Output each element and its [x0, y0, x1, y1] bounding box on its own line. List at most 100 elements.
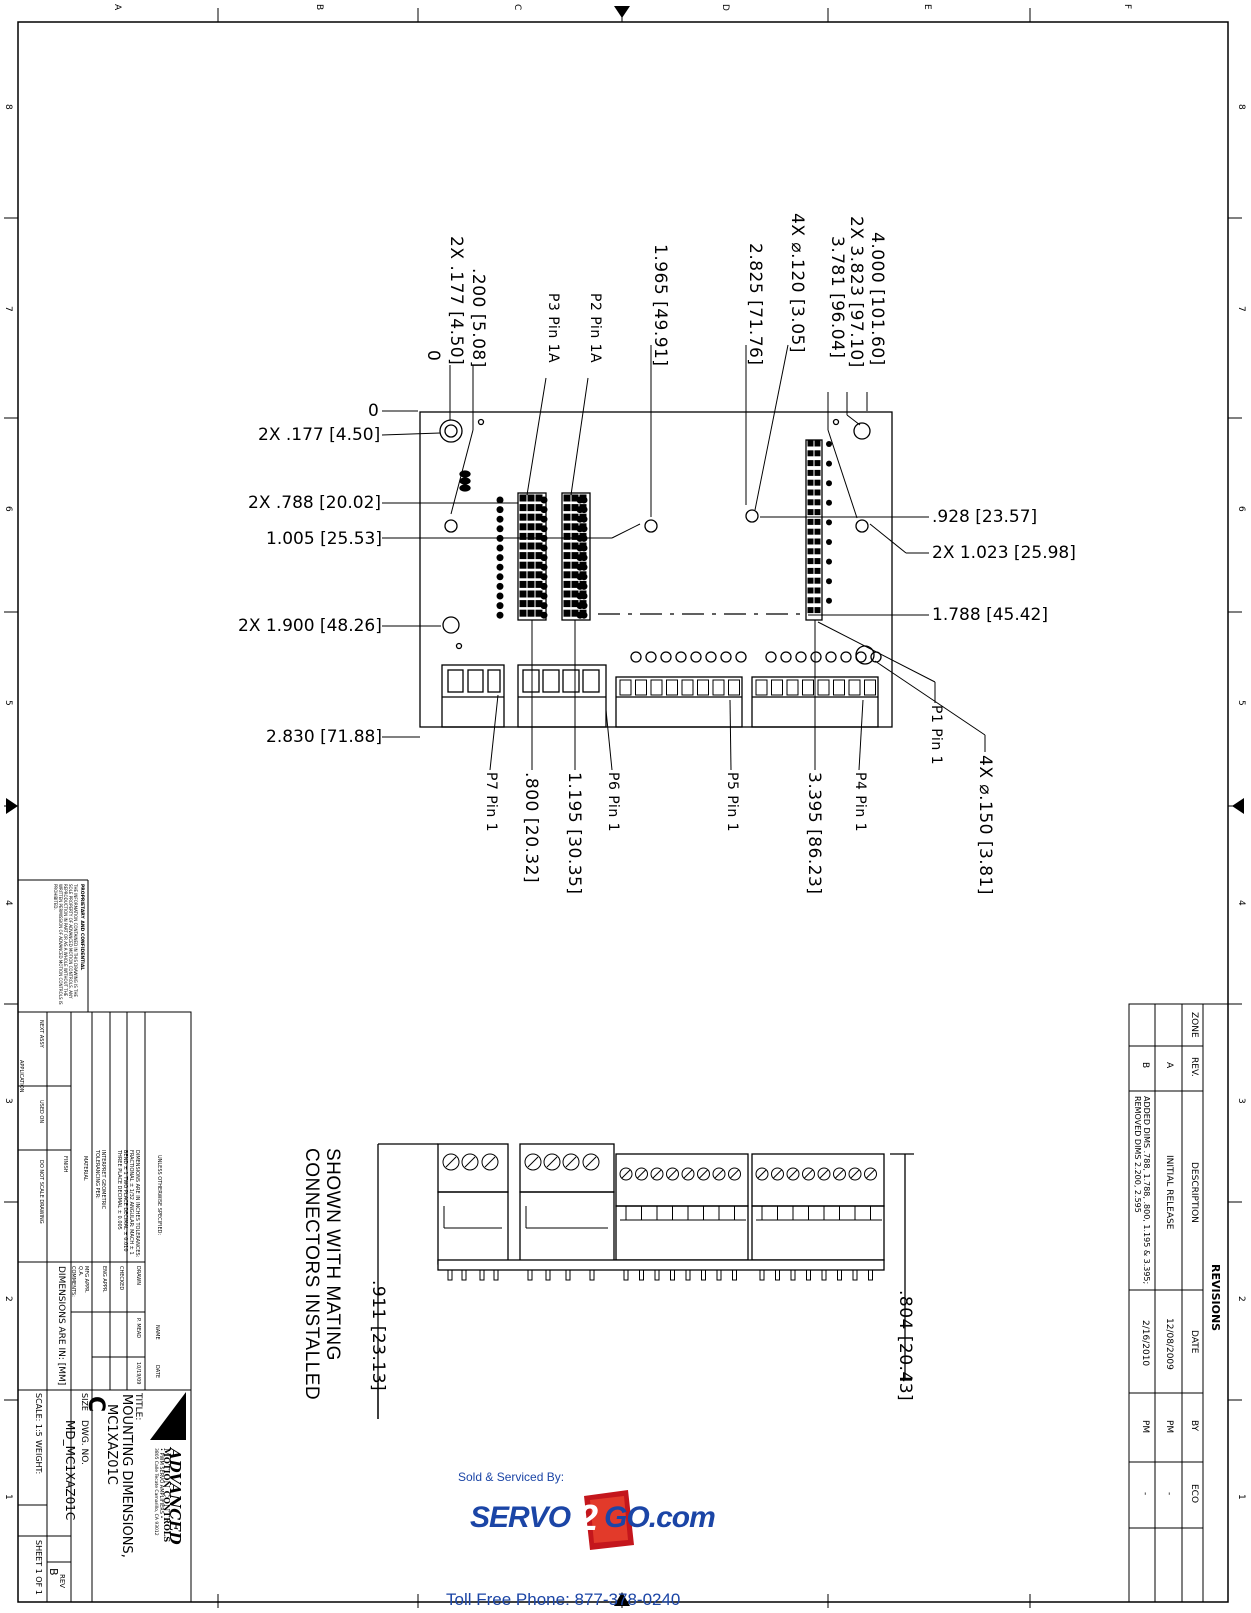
label-p1-pin1: P1 Pin 1	[928, 705, 944, 766]
terminal-slot	[650, 679, 663, 696]
name-label: NAME	[154, 1325, 160, 1340]
mount-hole-6	[855, 519, 869, 533]
proprietary-title: PROPRIETARY AND CONFIDENTIAL	[79, 884, 84, 971]
header-pin	[814, 499, 821, 506]
zone-number-5-right: 5	[1236, 700, 1246, 706]
side-detail-line	[850, 1169, 860, 1179]
header-pin-dot	[826, 597, 832, 604]
rev-b-rev: B	[1140, 1062, 1150, 1069]
header-pin	[563, 561, 571, 569]
header-pin	[571, 580, 579, 588]
mount-hole-3	[444, 519, 458, 533]
side-screw	[461, 1153, 479, 1171]
zone-number-5-left: 5	[3, 700, 13, 706]
header-p1	[805, 439, 823, 621]
header-pin	[579, 504, 587, 512]
center-mark-right	[1232, 798, 1244, 814]
terminal-screws-p4	[765, 651, 882, 663]
side-screw	[666, 1167, 679, 1181]
side-screw	[697, 1167, 710, 1181]
drawn-label: DRAWN	[135, 1266, 141, 1285]
header-pin-dot	[496, 525, 504, 533]
mount-hole-2	[853, 422, 871, 440]
zone-letter-a: A	[112, 4, 122, 11]
rev-a-date: 12/08/2009	[1164, 1318, 1174, 1370]
rev-value: B	[47, 1568, 60, 1576]
terminal-slot	[755, 679, 768, 696]
header-pin-dot	[496, 506, 504, 514]
side-lead	[685, 1269, 691, 1281]
header-pin-dot	[826, 539, 832, 545]
side-lead	[759, 1269, 765, 1281]
zone-number-7-right: 7	[1236, 306, 1246, 312]
header-pin	[519, 552, 527, 560]
side-lead	[701, 1269, 706, 1281]
side-screw	[786, 1167, 800, 1181]
header-pin	[807, 440, 814, 447]
header-pin	[519, 494, 527, 502]
header-pin	[814, 538, 821, 545]
center-mark-left	[6, 798, 18, 814]
header-pin	[563, 532, 571, 540]
zone-number-1-left: 1	[3, 1494, 13, 1500]
header-pin	[571, 571, 579, 579]
side-screw	[681, 1167, 695, 1181]
side-detail-line	[835, 1169, 844, 1179]
servo-text: SERVO	[470, 1501, 571, 1534]
terminal-slot	[771, 679, 783, 696]
side-lead	[479, 1269, 485, 1281]
dim-top-3781: 3.781 [96.04]	[827, 236, 847, 359]
zone-number-8-right: 8	[1236, 104, 1246, 110]
rev-header-rev: REV.	[1189, 1057, 1199, 1077]
rev-a-eco: -	[1164, 1492, 1174, 1496]
zone-number-7-left: 7	[3, 306, 13, 312]
header-pin	[807, 587, 814, 594]
header-pin	[527, 561, 535, 569]
side-lead	[447, 1269, 453, 1281]
dim-bottom-1195: 1.195 [30.35]	[564, 772, 584, 895]
header-pin-dot	[496, 544, 504, 552]
header-pin	[519, 571, 527, 579]
header-pin	[519, 580, 527, 588]
servo2go-badge	[584, 1490, 634, 1550]
header-pin	[814, 489, 821, 496]
side-detail-line	[699, 1169, 708, 1179]
side-detail-line	[565, 1156, 577, 1168]
side-screw	[619, 1167, 633, 1181]
header-pin	[807, 479, 814, 486]
side-lead	[623, 1269, 629, 1281]
side-screw	[817, 1167, 831, 1181]
side-screw	[562, 1153, 580, 1171]
header-pin	[814, 479, 821, 486]
header-pin-dot	[496, 582, 504, 590]
header-pin	[563, 513, 571, 521]
dim-side-0911: .911 [23.13]	[368, 1280, 388, 1392]
go-text: GO.com	[604, 1501, 716, 1534]
header-pin	[563, 523, 571, 531]
toll-free-phone: Toll Free Phone: 877-378-0240	[446, 1590, 681, 1608]
side-detail-line	[819, 1169, 829, 1179]
finish-label: FINISH	[62, 1156, 68, 1173]
terminal-slot	[619, 679, 632, 696]
header-pin	[807, 548, 814, 555]
header-pin	[563, 580, 571, 588]
sheet-label: SHEET 1 OF 1	[34, 1540, 43, 1595]
header-pin	[527, 571, 535, 579]
side-view	[377, 1143, 914, 1419]
units-label: DIMENSIONS ARE IN: [MM]	[56, 1266, 66, 1386]
sold-by-label: Sold & Serviced By:	[458, 1470, 565, 1484]
side-detail-line	[464, 1156, 476, 1168]
side-detail-line	[546, 1156, 558, 1168]
dim-top-0177: 2X .177 [4.50]	[446, 236, 466, 366]
side-detail-line	[621, 1169, 631, 1179]
rev-a-rev: A	[1164, 1062, 1174, 1069]
side-view-detail	[442, 1153, 882, 1281]
side-detail-line	[637, 1169, 646, 1179]
zone-number-3-right: 3	[1236, 1098, 1246, 1104]
header-pin-dot	[496, 602, 504, 610]
zone-number-1-right: 1	[1236, 1494, 1246, 1500]
side-detail-line	[484, 1156, 496, 1168]
header-pin	[814, 469, 821, 476]
header-pin	[807, 607, 814, 614]
